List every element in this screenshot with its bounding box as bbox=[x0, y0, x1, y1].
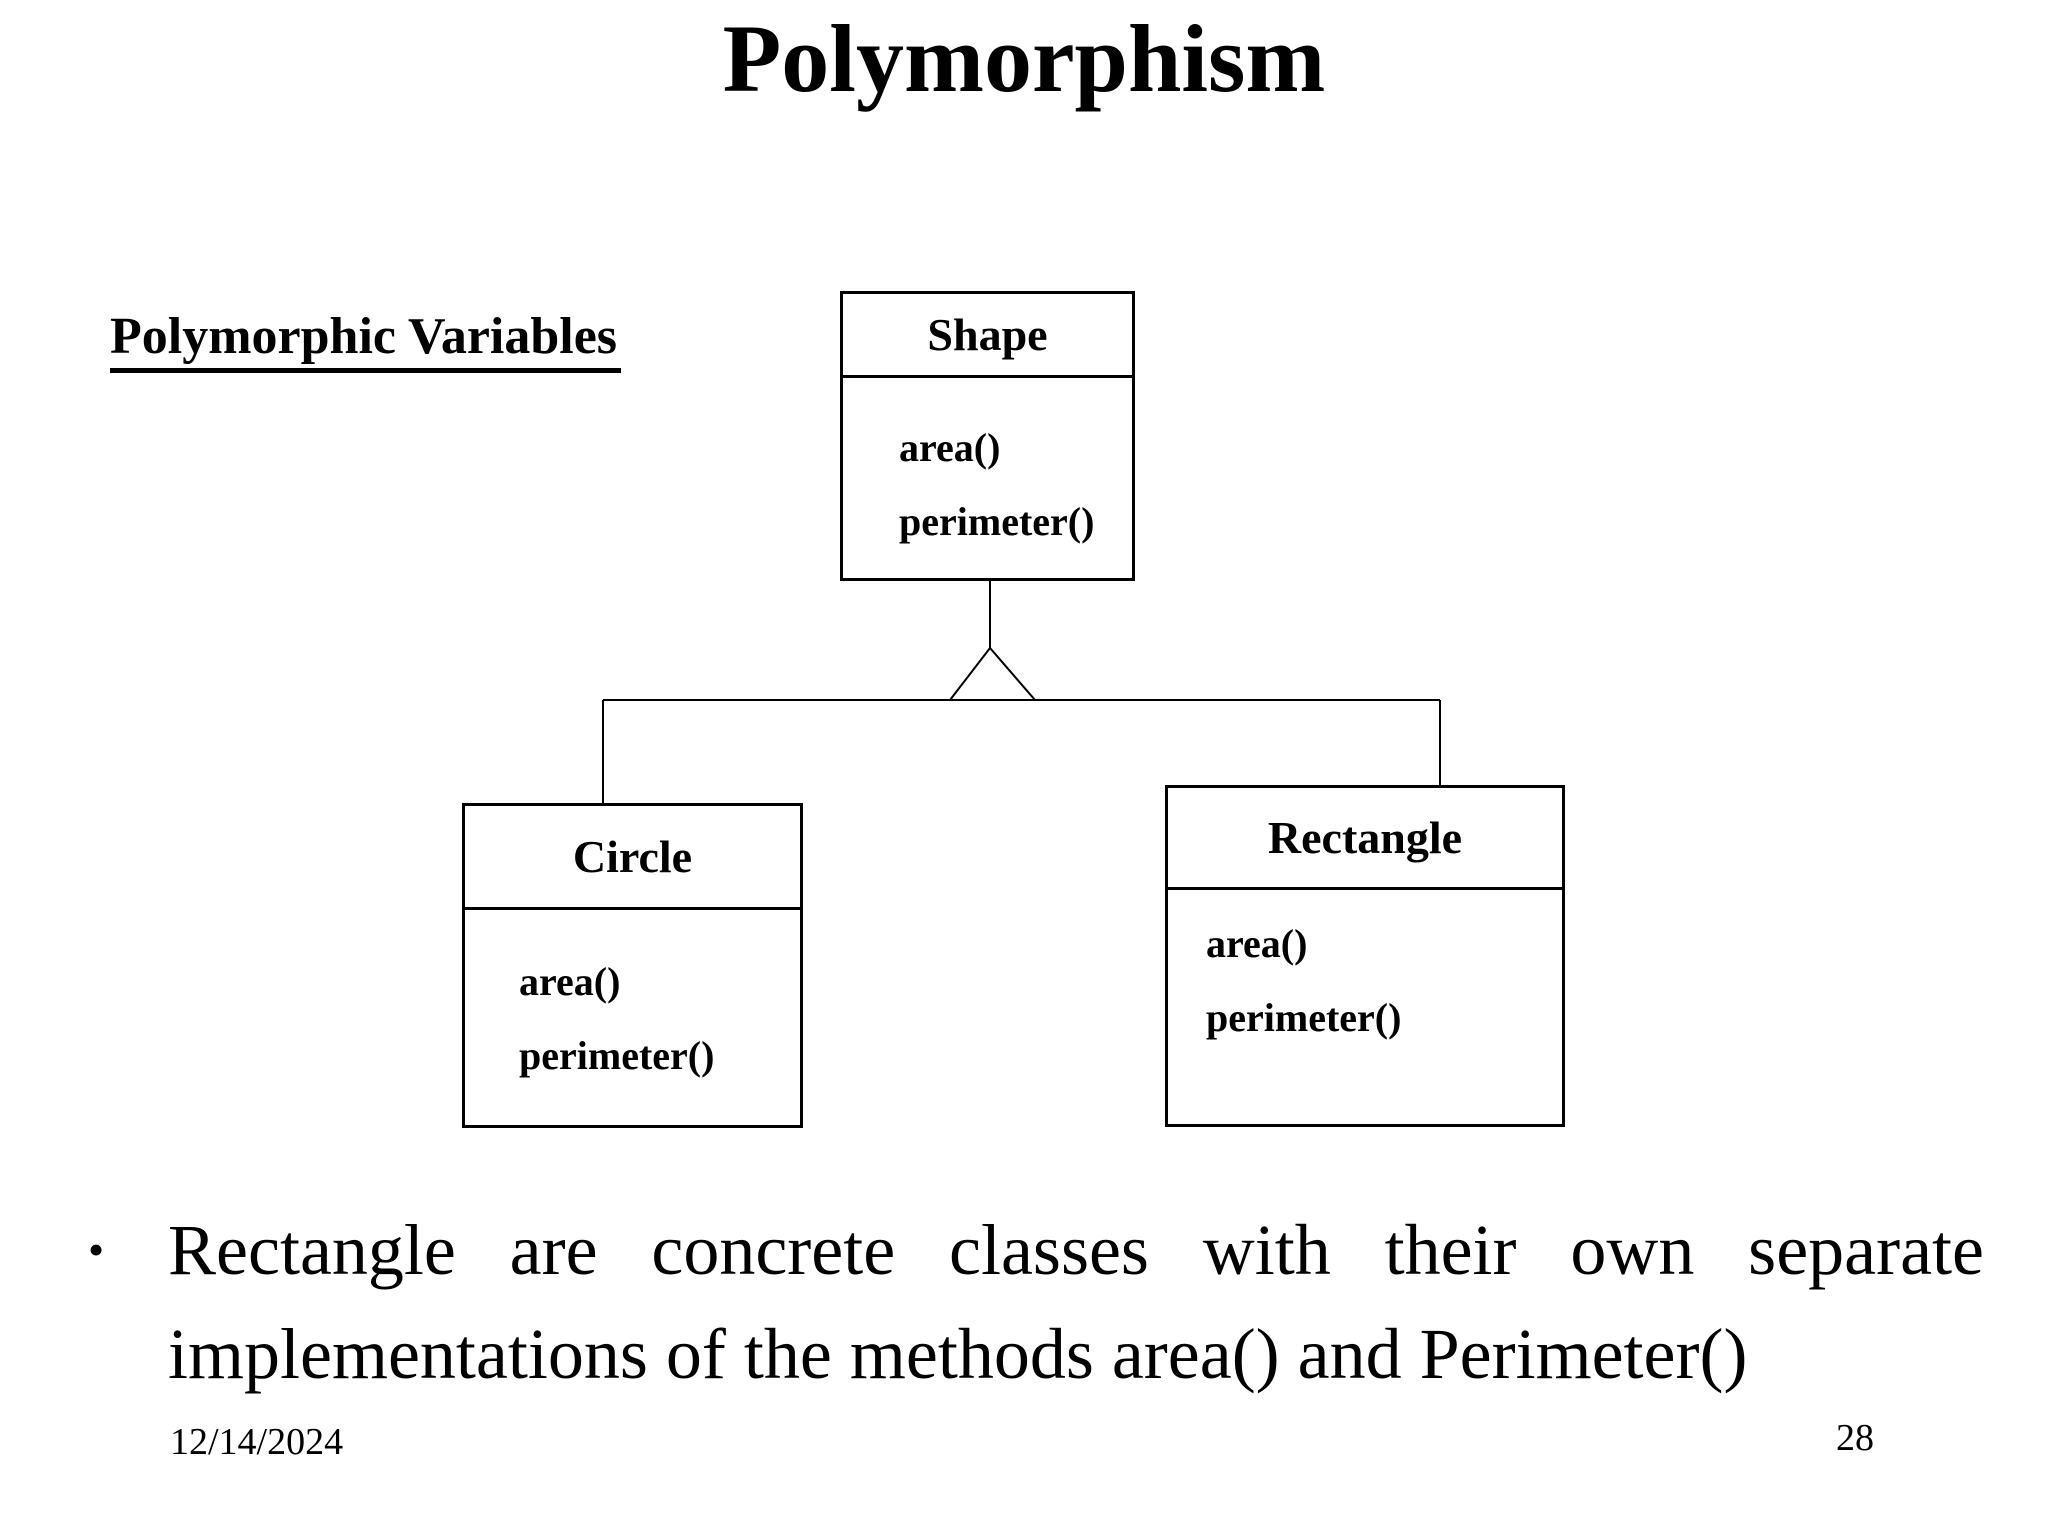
class-box-rectangle: Rectangle area() perimeter() bbox=[1165, 785, 1565, 1127]
class-box-shape: Shape area() perimeter() bbox=[840, 291, 1135, 581]
generalization-triangle-icon bbox=[947, 646, 1038, 701]
method-label: perimeter() bbox=[899, 498, 1095, 544]
class-name-circle: Circle bbox=[465, 806, 800, 910]
class-box-circle: Circle area() perimeter() bbox=[462, 803, 803, 1128]
method-label: area() bbox=[519, 958, 621, 1004]
page-title: Polymorphism bbox=[722, 5, 1326, 112]
bullet-text: Rectangle are concrete classes with thei… bbox=[168, 1198, 1984, 1406]
slide-date: 12/14/2024 bbox=[170, 1421, 344, 1463]
bullet-item: • Rectangle are concrete classes with th… bbox=[88, 1198, 1984, 1406]
class-name-shape: Shape bbox=[843, 294, 1132, 378]
bullet-line-2: implementations of the methods area() an… bbox=[168, 1314, 1748, 1394]
class-methods-shape: area() perimeter() bbox=[843, 378, 1132, 558]
section-label: Polymorphic Variables bbox=[110, 308, 622, 374]
method-label: area() bbox=[1206, 920, 1308, 966]
bullet-marker: • bbox=[88, 1224, 105, 1275]
class-name-rectangle: Rectangle bbox=[1168, 788, 1562, 890]
class-methods-circle: area() perimeter() bbox=[465, 910, 800, 1092]
class-methods-rectangle: area() perimeter() bbox=[1168, 890, 1562, 1054]
method-label: area() bbox=[899, 424, 1001, 470]
method-label: perimeter() bbox=[519, 1032, 715, 1078]
bullet-line-1: Rectangle are concrete classes with thei… bbox=[168, 1210, 1984, 1290]
method-label: perimeter() bbox=[1206, 994, 1402, 1040]
page-number: 28 bbox=[1836, 1417, 1874, 1459]
